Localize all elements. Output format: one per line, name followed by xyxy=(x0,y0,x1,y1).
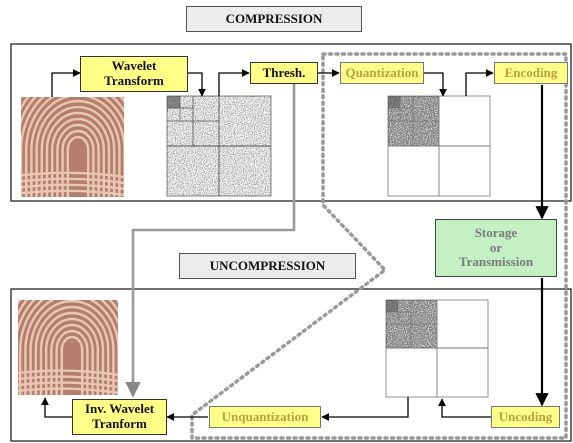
storage-transmission-box: Storage or Transmission xyxy=(435,219,557,277)
wavelet-transform-box: Wavelet Transform xyxy=(80,56,188,92)
arrow-image-to-encoding xyxy=(465,69,494,96)
arrow-invwavelet-to-fp xyxy=(41,397,72,418)
arrow-fp-to-wavelet xyxy=(51,69,81,97)
lossless-region-outline xyxy=(190,52,568,440)
arrow-image-to-thresh xyxy=(218,69,250,96)
arrow-uncoding-to-image xyxy=(438,398,491,418)
uncompression-panel xyxy=(10,288,572,442)
compression-panel xyxy=(10,43,572,202)
unquantization-box: Unquantization xyxy=(209,406,321,428)
wavelet-coefficients-image xyxy=(166,95,272,197)
fingerprint-image-original xyxy=(21,97,124,197)
uncoding-box: Uncoding xyxy=(491,406,560,428)
decoded-coefficients-image xyxy=(385,299,489,398)
arrow-wavelet-to-image xyxy=(188,72,206,97)
quantization-box: Quantization xyxy=(340,62,424,84)
fingerprint-image-reconstructed xyxy=(18,300,118,395)
arrow-quant-to-image xyxy=(424,72,447,97)
uncompression-banner: UNCOMPRESSION xyxy=(179,253,356,279)
inv-wavelet-transform-box: Inv. Wavelet Tranform xyxy=(72,399,167,435)
arrow-image-to-unquant xyxy=(321,397,409,421)
encoding-box: Encoding xyxy=(494,62,568,84)
quantized-coefficients-image xyxy=(387,95,491,197)
compression-banner: COMPRESSION xyxy=(186,6,362,32)
thresh-box: Thresh. xyxy=(250,62,318,84)
arrow-thresh-bypass xyxy=(125,84,296,398)
